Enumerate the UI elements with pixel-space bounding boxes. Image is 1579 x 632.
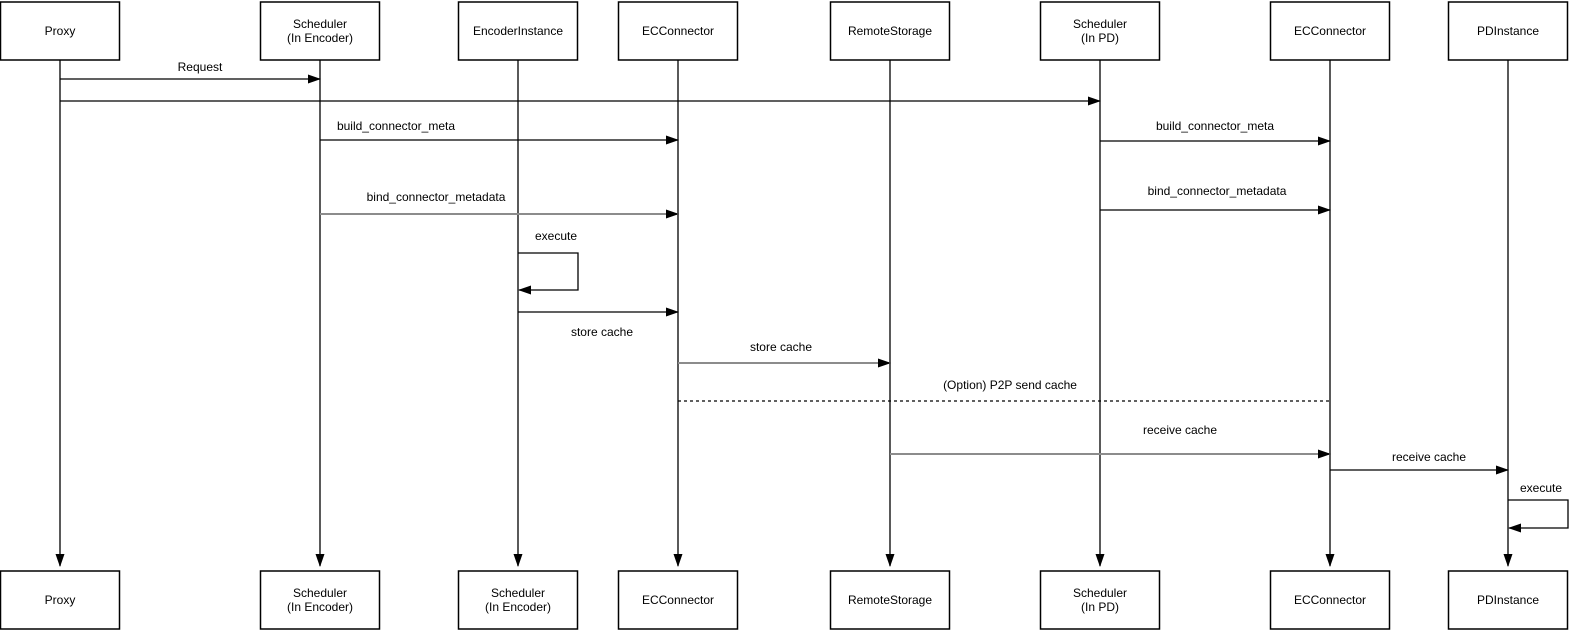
- participant-label-bottom-pd-instance: PDInstance: [1477, 593, 1539, 607]
- self-message-arrow-execute-1: [1508, 499, 1569, 533]
- participant-box-bottom-remote-storage: [829, 570, 951, 630]
- participant-box-bottom-ec-connector-1: [617, 570, 739, 630]
- participant-box-bottom-proxy: [0, 570, 121, 630]
- participant-label-bottom-remote-storage: RemoteStorage: [848, 593, 932, 607]
- participant-box-bottom-ec-connector-2: [1269, 570, 1391, 630]
- participant-box-top-ec-connector-2: [1269, 1, 1391, 61]
- self-message-label-execute-1: execute: [1520, 481, 1562, 495]
- participant-box-top-scheduler-pd: [1039, 1, 1161, 61]
- self-message-arrow-execute-0: [518, 252, 579, 295]
- lifelines-layer: [55, 60, 1513, 567]
- message-label-store-cache-7: store cache: [750, 340, 812, 354]
- participant-label-top-scheduler-pd: Scheduler(In PD): [1073, 17, 1127, 45]
- participant-label-bottom-ec-connector-1: ECConnector: [642, 593, 714, 607]
- participant-box-top-encoder-instance: [457, 1, 579, 61]
- participant-box-top-remote-storage: [829, 1, 951, 61]
- participant-box-bottom-scheduler-encoder: [259, 570, 381, 630]
- participant-box-bottom-scheduler-pd: [1039, 570, 1161, 630]
- participant-label-bottom-encoder-instance: Scheduler(In Encoder): [485, 586, 551, 614]
- participant-label-top-proxy: Proxy: [45, 24, 76, 38]
- message-label-option-p2p-send-cache-8: (Option) P2P send cache: [943, 378, 1077, 392]
- participant-label-top-ec-connector-2: ECConnector: [1294, 24, 1366, 38]
- participant-label-bottom-proxy: Proxy: [45, 593, 76, 607]
- participant-box-top-proxy: [0, 1, 121, 61]
- message-label-bind-connector-metadata-4: bind_connector_metadata: [367, 190, 506, 204]
- participant-box-top-ec-connector-1: [617, 1, 739, 61]
- participant-label-bottom-ec-connector-2: ECConnector: [1294, 593, 1366, 607]
- message-label-request-0: Request: [178, 60, 223, 74]
- participant-label-top-scheduler-encoder: Scheduler(In Encoder): [287, 17, 353, 45]
- message-label-store-cache-6: store cache: [571, 325, 633, 339]
- participant-box-top-pd-instance: [1447, 1, 1569, 61]
- participant-box-bottom-pd-instance: [1447, 570, 1569, 630]
- messages-layer: Request build_connector_meta build_connect…: [60, 60, 1569, 533]
- participant-label-bottom-scheduler-pd: Scheduler(In PD): [1073, 586, 1127, 614]
- message-label-bind-connector-metadata-5: bind_connector_metadata: [1148, 184, 1287, 198]
- participant-label-bottom-scheduler-encoder: Scheduler(In Encoder): [287, 586, 353, 614]
- message-label-build-connector-meta-3: build_connector_meta: [1156, 119, 1274, 133]
- self-message-label-execute-0: execute: [535, 229, 577, 243]
- message-label-receive-cache-9: receive cache: [1143, 423, 1217, 437]
- participant-box-top-scheduler-encoder: [259, 1, 381, 61]
- participant-label-top-ec-connector-1: ECConnector: [642, 24, 714, 38]
- participant-label-top-encoder-instance: EncoderInstance: [473, 24, 563, 38]
- message-label-build-connector-meta-2: build_connector_meta: [337, 119, 455, 133]
- message-label-receive-cache-10: receive cache: [1392, 450, 1466, 464]
- participant-box-bottom-encoder-instance: [457, 570, 579, 630]
- participant-label-top-pd-instance: PDInstance: [1477, 24, 1539, 38]
- participant-label-top-remote-storage: RemoteStorage: [848, 24, 932, 38]
